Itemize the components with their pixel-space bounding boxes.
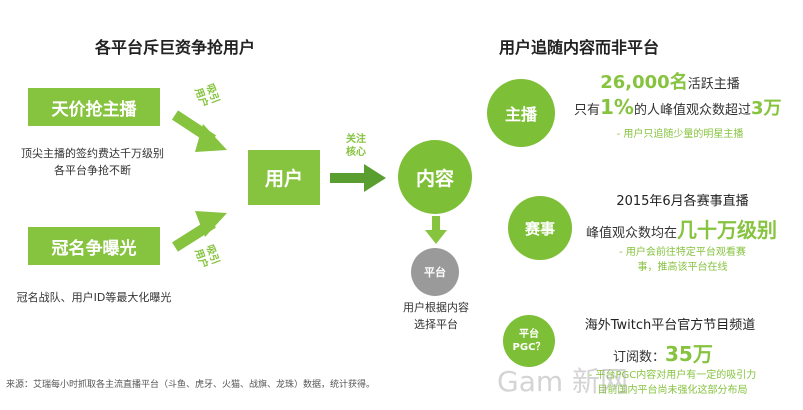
event-line1: 2015年6月各赛事直播 <box>616 194 749 209</box>
anchor-line2-big: 3万 <box>751 98 782 119</box>
event-circle: 赛事 <box>508 196 572 260</box>
event-line2-big: 几十万级别 <box>677 218 778 242</box>
pgc-circle: 平台 PGC？ <box>503 315 555 367</box>
expensive-anchor-note-line1: 顶尖主播的签约费达千万级别 <box>21 147 164 160</box>
platform-note-line2: 选择平台 <box>414 318 458 332</box>
platform-note: 用户根据内容 选择平台 <box>392 299 480 333</box>
event-note: - 用户会前往特定平台观看赛 事，推高该平台在线 <box>590 246 775 275</box>
anchor-circle: 主播 <box>487 79 555 147</box>
pgc-note-line2: 目前国内平台尚未强化这部分布局 <box>597 384 748 396</box>
focus-core-label: 关注 核心 <box>346 134 366 158</box>
arrow-bottom-diagonal <box>172 211 227 252</box>
expensive-anchor-note-line2: 各平台争抢不断 <box>54 164 131 178</box>
pgc-stat-line2: 订阅数：35万 <box>613 338 713 367</box>
pgc-note-line1: - 平台PGC内容对用户有一定的吸引力 <box>588 370 757 381</box>
pgc-line2-prefix: 订阅数： <box>613 350 666 365</box>
anchor-stat-line2: 只有1%的人峰值观众数超过3万 <box>574 94 782 120</box>
pgc-circle-line2: PGC？ <box>512 342 546 353</box>
anchor-count-suffix: 活跃主播 <box>687 77 740 92</box>
right-section-title: 用户追随内容而非平台 <box>499 38 660 57</box>
pgc-circle-line1: 平台 <box>519 329 539 340</box>
arrow-top-diagonal <box>171 110 227 152</box>
event-line2-prefix: 峰值观众数均在 <box>586 226 678 241</box>
event-note-line1: - 用户会前往特定平台观看赛 <box>619 247 746 258</box>
platform-circle: 平台 <box>411 248 459 296</box>
user-box: 用户 <box>248 150 320 205</box>
arrow-to-platform <box>425 216 447 244</box>
content-circle: 内容 <box>398 140 472 214</box>
anchor-stat-line1: 26,000名活跃主播 <box>570 68 770 94</box>
pgc-line2-big: 35万 <box>665 342 713 366</box>
platform-note-line1: 用户根据内容 <box>403 301 469 314</box>
anchor-pct: 1% <box>600 95 634 119</box>
pgc-line1: 海外Twitch平台官方节目频道 <box>584 318 756 333</box>
event-note-line2: 事，推高该平台在线 <box>637 261 728 273</box>
watermark: Gam 新网 <box>497 365 629 398</box>
expensive-anchor-box: 天价抢主播 <box>28 88 160 126</box>
event-stat-line2: 峰值观众数均在几十万级别 <box>586 214 786 243</box>
anchor-line2-prefix: 只有 <box>574 103 601 118</box>
anchor-count: 26,000名 <box>600 72 688 93</box>
expensive-anchor-note: 顶尖主播的签约费达千万级别 各平台争抢不断 <box>5 145 180 179</box>
pgc-note: - 平台PGC内容对用户有一定的吸引力 目前国内平台尚未强化这部分布局 <box>570 369 775 398</box>
sponsorship-note: 冠名战队、用户ID等最大化曝光 <box>16 291 172 304</box>
arrow-to-content <box>330 164 386 192</box>
anchor-line2-mid: 的人峰值观众数超过 <box>633 103 751 118</box>
sponsorship-box: 冠名争曝光 <box>28 227 160 265</box>
anchor-note: - 用户只追随少量的明星主播 <box>616 129 744 140</box>
left-section-title: 各平台斥巨资争抢用户 <box>95 38 256 57</box>
source-note: 来源：艾瑞每小时抓取各主流直播平台（斗鱼、虎牙、火猫、战旗、龙珠）数据，统计获得… <box>6 380 376 390</box>
